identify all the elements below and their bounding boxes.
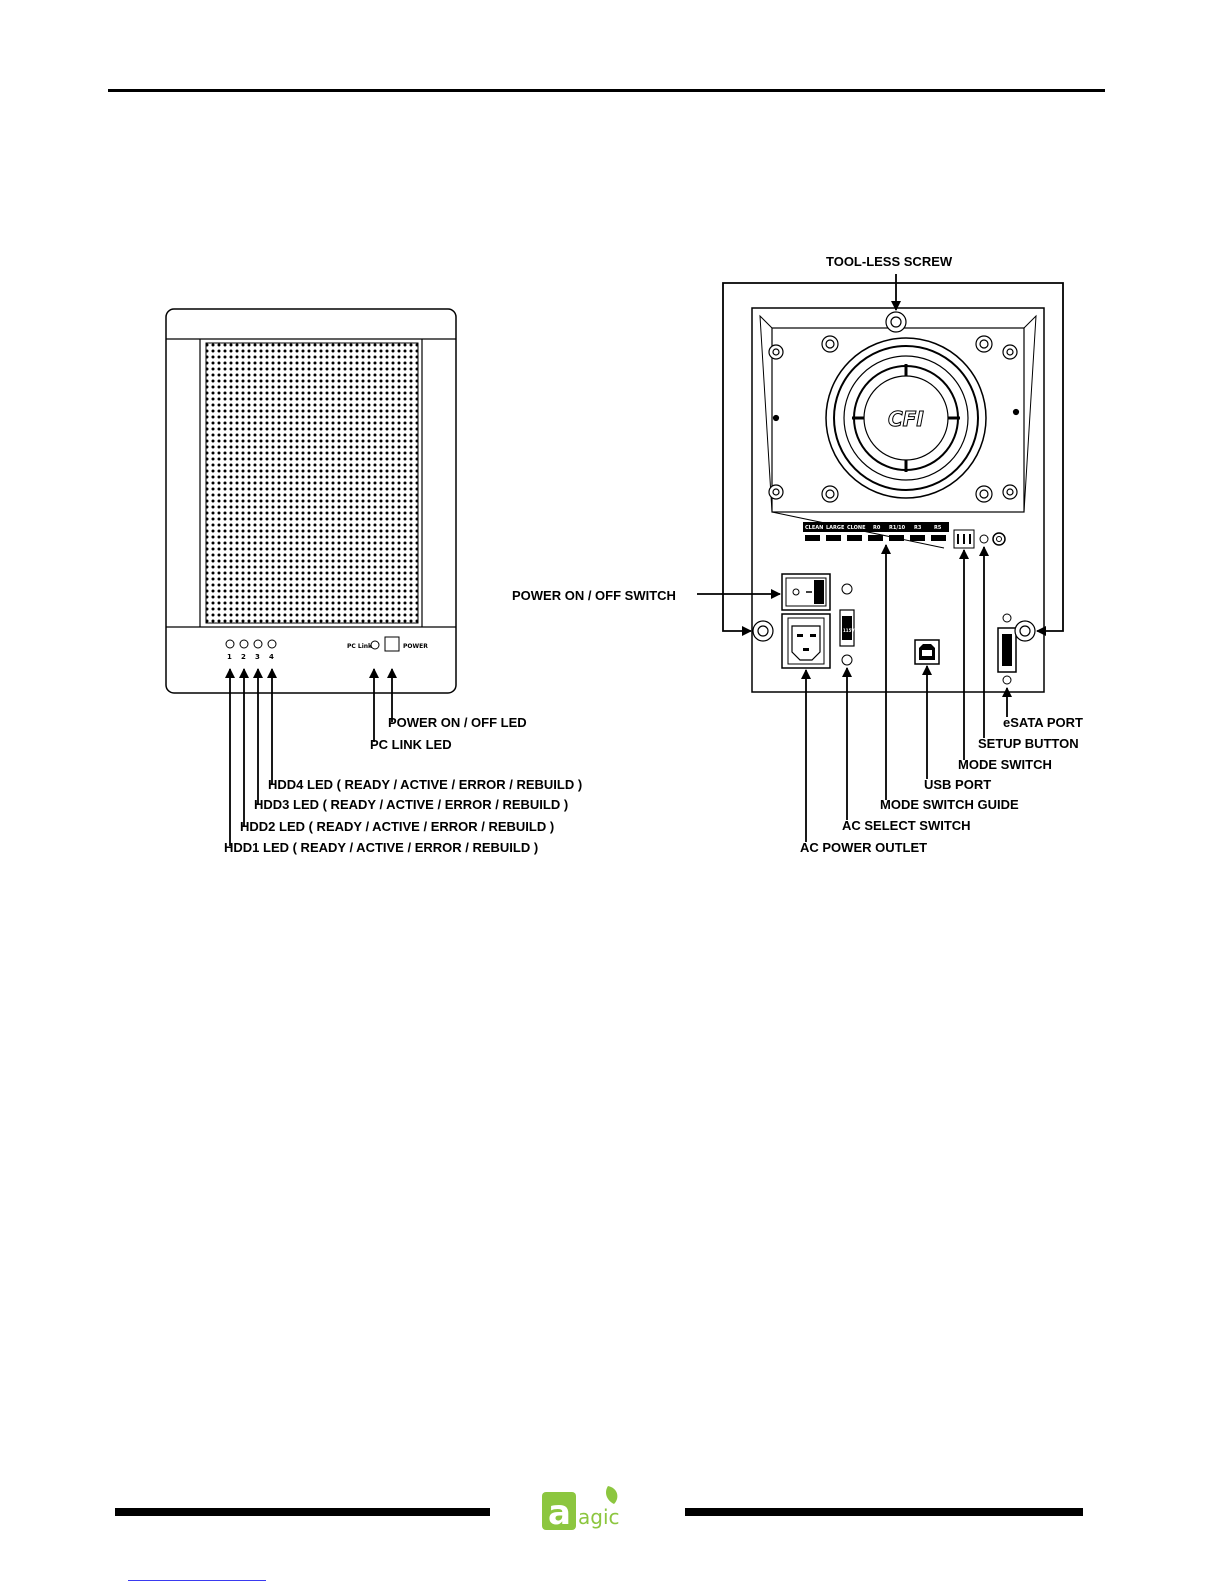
guide-label-large: LARGE — [826, 525, 845, 531]
callout-esata-port: eSATA PORT — [1003, 715, 1083, 730]
callout-hdd3-led: HDD3 LED ( READY / ACTIVE / ERROR / REBU… — [254, 797, 569, 812]
led-number-1: 1 — [227, 653, 232, 661]
setup-button[interactable] — [979, 534, 989, 544]
callout-ac-select-switch: AC SELECT SWITCH — [842, 818, 971, 833]
footer-rule-left — [115, 1508, 490, 1516]
guide-label-r0: R0 — [873, 525, 881, 531]
ac-select-text: 115V — [843, 628, 855, 633]
power-text: POWER — [403, 643, 428, 650]
front-panel: 1 2 3 4 PC Link POWER — [165, 308, 457, 694]
guide-label-clean: CLEAN — [805, 525, 823, 531]
callout-setup-button: SETUP BUTTON — [978, 736, 1079, 751]
callout-power-switch: POWER ON / OFF SWITCH — [512, 588, 676, 603]
led-number-4: 4 — [269, 653, 274, 661]
callout-hdd1-led: HDD1 LED ( READY / ACTIVE / ERROR / REBU… — [224, 840, 539, 855]
tool-less-screws-side[interactable] — [752, 620, 1036, 642]
guide-label-r3: R3 — [914, 525, 922, 531]
power-button[interactable] — [384, 636, 400, 652]
footer-link-underline[interactable] — [128, 1580, 266, 1581]
hdd4-led — [267, 639, 277, 649]
callout-tool-less-screw: TOOL-LESS SCREW — [826, 254, 953, 269]
callout-power-led: POWER ON / OFF LED — [388, 715, 527, 730]
tool-less-screw-top[interactable] — [885, 311, 907, 333]
hdd2-led — [239, 639, 249, 649]
callout-ac-power-outlet: AC POWER OUTLET — [800, 840, 928, 855]
fan: CFI — [825, 337, 987, 499]
guide-label-clone: CLONE — [847, 525, 866, 531]
mode-switch-guide: CLEAN LARGE CLONE R0 R1/10 R3 R5 — [803, 522, 949, 541]
front-callout-arrows — [225, 668, 397, 846]
callout-mode-switch: MODE SWITCH — [958, 757, 1052, 772]
led-number-2: 2 — [241, 653, 246, 661]
guide-label-r5: R5 — [934, 525, 942, 531]
amagic-logo: a agic — [542, 1486, 620, 1533]
callout-usb-port: USB PORT — [924, 777, 992, 792]
callout-pc-link-led: PC LINK LED — [370, 737, 452, 752]
rear-callout-arrows — [697, 274, 1064, 842]
footer-rule-right — [685, 1508, 1083, 1516]
plate-screws — [768, 335, 1020, 503]
led-number-3: 3 — [255, 653, 260, 661]
guide-label-r1-10: R1/10 — [889, 525, 906, 531]
callout-mode-switch-guide: MODE SWITCH GUIDE — [880, 797, 1019, 812]
logo-text: agic — [578, 1505, 620, 1529]
front-mesh-grille — [205, 342, 419, 624]
logo-letter: a — [548, 1493, 571, 1533]
hdd3-led — [253, 639, 263, 649]
rear-panel: CFI CLEAN LARGE CLONE R0 R1/10 R — [751, 307, 1045, 693]
pc-link-text: PC Link — [347, 643, 373, 650]
fan-logo: CFI — [888, 407, 924, 431]
hdd1-led — [225, 639, 235, 649]
callout-hdd2-led: HDD2 LED ( READY / ACTIVE / ERROR / REBU… — [240, 819, 555, 834]
pc-link-led — [370, 640, 380, 650]
callout-hdd4-led: HDD4 LED ( READY / ACTIVE / ERROR / REBU… — [268, 777, 583, 792]
header-rule — [108, 89, 1105, 92]
